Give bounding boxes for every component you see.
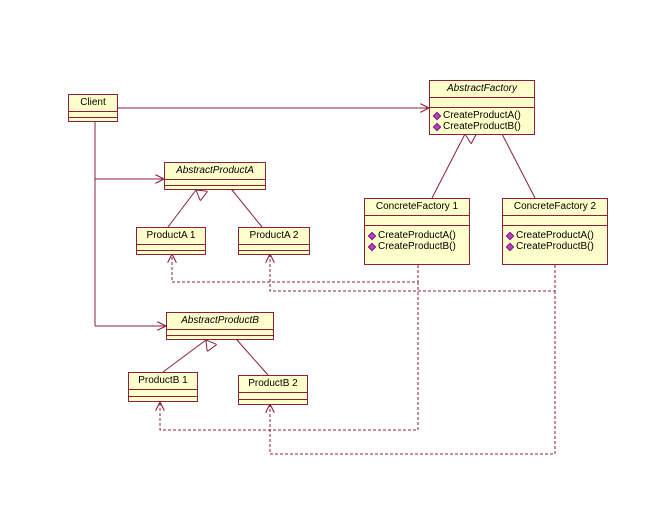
attributes-section	[69, 112, 117, 118]
attributes-section	[239, 393, 307, 400]
class-name: AbstractProductA	[165, 163, 265, 180]
class-abstract-factory[interactable]: AbstractFactory CreateProductA() CreateP…	[429, 80, 535, 135]
class-name: AbstractProductB	[167, 313, 273, 330]
operation-create-product-a[interactable]: CreateProductA()	[503, 230, 607, 241]
class-product-b1[interactable]: ProductB 1	[128, 372, 198, 402]
class-name: Client	[69, 95, 117, 112]
operations-section	[137, 251, 205, 256]
operation-diamond-icon	[432, 111, 442, 120]
attributes-section	[165, 180, 265, 186]
operation-create-product-b[interactable]: CreateProductB()	[503, 241, 607, 252]
attributes-section	[129, 390, 197, 397]
operations-section	[167, 336, 273, 341]
operation-diamond-icon	[367, 242, 377, 251]
operations-section	[69, 118, 117, 123]
operation-diamond-icon	[367, 231, 377, 240]
operations-section: CreateProductA() CreateProductB()	[503, 226, 607, 252]
concretefactory1-dependencies	[160, 254, 419, 431]
operation-diamond-icon	[432, 122, 442, 131]
class-name: AbstractFactory	[430, 81, 534, 98]
operations-section	[165, 186, 265, 191]
operation-diamond-icon	[505, 242, 515, 251]
factory-generalizations	[431, 134, 536, 199]
operations-section	[239, 251, 309, 256]
class-name: ConcreteFactory 2	[503, 199, 607, 216]
class-name: ProductA 2	[239, 228, 309, 245]
operations-section: CreateProductA() CreateProductB()	[365, 226, 469, 252]
operation-create-product-b[interactable]: CreateProductB()	[430, 121, 534, 132]
class-name: ProductB 1	[129, 373, 197, 390]
attributes-section	[365, 216, 469, 226]
class-name: ProductA 1	[137, 228, 205, 245]
operation-diamond-icon	[505, 231, 515, 240]
productb-generalizations	[162, 340, 269, 376]
attributes-section	[239, 245, 309, 251]
class-concrete-factory-2[interactable]: ConcreteFactory 2 CreateProductA() Creat…	[502, 198, 608, 265]
attributes-section	[430, 98, 534, 108]
class-product-b2[interactable]: ProductB 2	[238, 375, 308, 405]
class-abstract-product-b[interactable]: AbstractProductB	[166, 312, 274, 340]
class-concrete-factory-1[interactable]: ConcreteFactory 1 CreateProductA() Creat…	[364, 198, 470, 265]
operations-section: CreateProductA() CreateProductB()	[430, 108, 534, 132]
operations-section	[239, 400, 307, 406]
class-product-a2[interactable]: ProductA 2	[238, 227, 310, 255]
producta-generalizations	[167, 190, 263, 228]
class-product-a1[interactable]: ProductA 1	[136, 227, 206, 255]
class-name: ProductB 2	[239, 376, 307, 393]
concretefactory2-dependencies	[270, 254, 556, 455]
client-to-abstractproducta-association	[94, 122, 164, 326]
attributes-section	[167, 330, 273, 336]
class-abstract-product-a[interactable]: AbstractProductA	[164, 162, 266, 190]
class-name: ConcreteFactory 1	[365, 199, 469, 216]
attributes-section	[137, 245, 205, 251]
attributes-section	[503, 216, 607, 226]
operation-create-product-a[interactable]: CreateProductA()	[430, 110, 534, 121]
operation-create-product-a[interactable]: CreateProductA()	[365, 230, 469, 241]
operation-create-product-b[interactable]: CreateProductB()	[365, 241, 469, 252]
operations-section	[129, 397, 197, 403]
class-client[interactable]: Client	[68, 94, 118, 122]
